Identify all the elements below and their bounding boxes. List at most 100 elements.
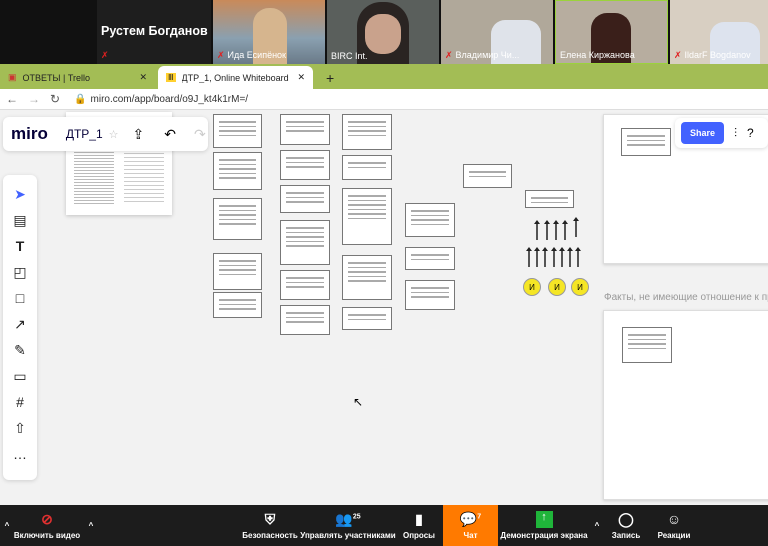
pen-icon[interactable]: ✎ xyxy=(14,341,26,358)
upload-icon[interactable]: ⇧ xyxy=(14,419,26,436)
board-name[interactable]: ДТР_1 xyxy=(65,127,103,141)
reaction-icon: ☺ xyxy=(666,511,682,527)
button-label: Чат xyxy=(463,531,478,540)
shield-icon: ⛨ xyxy=(264,511,276,527)
undo-icon[interactable]: ↶ xyxy=(164,125,176,142)
sticky-note[interactable] xyxy=(280,185,330,213)
chat-button[interactable]: 💬7 Чат xyxy=(443,505,498,546)
reactions-button[interactable]: ☺ Реакции xyxy=(652,505,696,546)
yellow-circle[interactable]: И xyxy=(523,278,541,296)
arrow[interactable] xyxy=(562,220,568,240)
arrow[interactable] xyxy=(551,247,557,267)
close-tab-icon[interactable]: ✕ xyxy=(139,72,147,82)
forward-icon[interactable]: → xyxy=(28,92,40,106)
share-screen-button[interactable]: ↑ Демонстрация экрана xyxy=(498,505,590,546)
arrow[interactable] xyxy=(573,217,579,237)
arrow[interactable] xyxy=(542,247,548,267)
participant-tile[interactable]: BIRC Int. xyxy=(327,0,439,64)
participants-count: 25 xyxy=(352,513,361,521)
shape-icon[interactable]: □ xyxy=(15,290,25,306)
star-icon[interactable]: ☆ xyxy=(108,128,119,141)
select-tool-icon[interactable]: ➤ xyxy=(14,185,26,202)
video-strip: Рустем Богданов ✗ ✗Ида Есипёнок BIRC Int… xyxy=(0,0,768,64)
chevron-up-icon[interactable]: ^ xyxy=(4,521,10,530)
participants-icon: 👥25 xyxy=(335,511,361,527)
participant-tile-active[interactable]: Елена Киржанова xyxy=(555,0,668,64)
yellow-circle[interactable]: И xyxy=(548,278,566,296)
arrow[interactable] xyxy=(567,247,573,267)
sticky-note[interactable] xyxy=(280,305,330,335)
share-button[interactable]: Share xyxy=(681,122,725,144)
sticky-note[interactable] xyxy=(342,307,392,330)
sticky-note[interactable] xyxy=(280,270,330,300)
reload-icon[interactable]: ↻ xyxy=(50,92,61,106)
sticky-note[interactable] xyxy=(213,114,262,148)
sticky-note[interactable] xyxy=(213,152,262,190)
arrow[interactable] xyxy=(544,220,550,240)
sticky-note[interactable] xyxy=(280,220,330,265)
connection-line-icon[interactable]: ↗ xyxy=(14,315,26,332)
frame[interactable] xyxy=(603,310,768,500)
button-label: Безопасность xyxy=(242,531,298,540)
help-icon[interactable]: ? xyxy=(747,126,754,140)
sticky-note[interactable] xyxy=(342,255,392,300)
polls-button[interactable]: ▮ Опросы xyxy=(398,505,440,546)
manage-participants-button[interactable]: 👥25 Управлять участниками xyxy=(300,505,396,546)
yellow-circle[interactable]: И xyxy=(571,278,589,296)
arrow[interactable] xyxy=(526,247,532,267)
sticky-note[interactable] xyxy=(342,114,392,150)
frame-title[interactable]: Факты, не имеющие отношение к пр xyxy=(604,292,768,303)
miro-top-panel: miro ДТР_1 ☆ ⇪ ↶ ↷ xyxy=(3,117,208,151)
sticky-note-icon[interactable]: ◰ xyxy=(13,263,27,280)
arrow[interactable] xyxy=(534,247,540,267)
export-icon[interactable]: ⇪ xyxy=(132,125,145,142)
new-tab-button[interactable]: + xyxy=(326,69,335,86)
arrow[interactable] xyxy=(553,220,559,240)
chevron-up-icon[interactable]: ^ xyxy=(594,521,600,530)
back-icon[interactable]: ← xyxy=(6,92,18,106)
arrow[interactable] xyxy=(534,220,540,240)
participant-tile[interactable]: ✗Ида Есипёнок xyxy=(213,0,325,64)
close-tab-icon[interactable]: ✕ xyxy=(297,72,305,82)
arrow[interactable] xyxy=(559,247,565,267)
sticky-note[interactable] xyxy=(213,198,262,240)
sticky-note[interactable] xyxy=(342,188,392,245)
miro-canvas[interactable]: И И И Факты, не имеющие отношение к пр m… xyxy=(0,110,768,505)
arrow[interactable] xyxy=(575,247,581,267)
participant-name-large: Рустем Богданов xyxy=(101,24,208,38)
sticky-note[interactable] xyxy=(280,150,330,180)
sticky-note[interactable] xyxy=(342,155,392,180)
participant-tile[interactable]: ✗IldarF Bogdanov xyxy=(670,0,768,64)
button-label: Запись xyxy=(611,531,641,540)
templates-icon[interactable]: ▤ xyxy=(13,211,27,228)
security-button[interactable]: ⛨ Безопасность xyxy=(240,505,300,546)
sticky-note[interactable] xyxy=(213,292,262,318)
chevron-up-icon[interactable]: ^ xyxy=(88,521,94,530)
comment-icon[interactable]: ▭ xyxy=(13,367,27,384)
sticky-note[interactable] xyxy=(463,164,512,188)
redo-icon[interactable]: ↷ xyxy=(194,125,206,142)
participant-tile[interactable]: ✗Владимир Чи... xyxy=(441,0,553,64)
sticky-note[interactable] xyxy=(405,203,455,237)
record-button[interactable]: ◯ Запись xyxy=(606,505,646,546)
video-off-icon: ⊘ xyxy=(41,511,53,527)
record-icon: ◯ xyxy=(618,511,634,527)
start-video-button[interactable]: ⊘ Включить видео xyxy=(12,505,82,546)
frame-icon[interactable]: # xyxy=(16,394,24,410)
mic-muted-icon: ✗ xyxy=(674,50,682,60)
url-input[interactable]: miro.com/app/board/o9J_kt4k1rM=/ xyxy=(90,93,249,105)
participant-name: IldarF Bogdanov xyxy=(684,50,751,60)
sticky-note[interactable] xyxy=(213,253,262,290)
tab-trello[interactable]: ▣ ОТВЕТЫ | Trello ✕ xyxy=(0,66,155,89)
more-icon[interactable]: … xyxy=(13,446,27,462)
sticky-note[interactable] xyxy=(405,280,455,310)
tab-miro[interactable]: Ⅲ ДТР_1, Online Whiteboard for Vi ✕ xyxy=(158,66,313,89)
participant-tile[interactable]: Рустем Богданов ✗ xyxy=(97,0,211,64)
mic-muted-icon: ✗ xyxy=(445,50,453,60)
sticky-note[interactable] xyxy=(405,247,455,270)
settings-sliders-icon[interactable]: ⫶ xyxy=(734,125,738,140)
sticky-note[interactable] xyxy=(525,190,574,208)
text-tool-icon[interactable]: T xyxy=(15,238,25,254)
chat-count: 7 xyxy=(477,513,482,521)
sticky-note[interactable] xyxy=(280,114,330,145)
